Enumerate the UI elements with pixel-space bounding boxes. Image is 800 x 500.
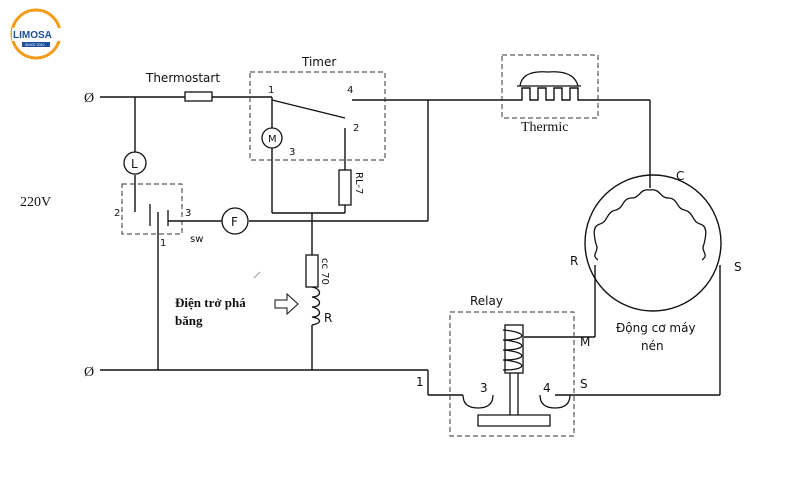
timer-pin-4: 4 [347, 85, 353, 96]
relay-pin-1: 1 [416, 375, 424, 389]
relay-box [449, 311, 575, 437]
heater-label-line2: băng [175, 313, 203, 328]
cc70-fuse [305, 254, 319, 288]
thermic-box [501, 54, 599, 119]
thermic: Thermic [501, 54, 599, 135]
door-switch: 2 3 1 sw [114, 183, 203, 249]
logo-band [12, 28, 62, 41]
fan-label: F [231, 215, 238, 229]
lamp: L [123, 151, 147, 175]
limosa-logo: LIMOSA SINCE 2010 [10, 8, 62, 60]
supply-voltage-label: 220V [20, 195, 51, 210]
relay: Relay 1 3 4 M S [416, 294, 590, 437]
motor-s-label: S [734, 260, 742, 274]
motor-winding-start [649, 189, 707, 261]
relay-m-label: M [580, 335, 590, 349]
relay-s-label: S [580, 377, 588, 391]
motor-housing [584, 174, 722, 312]
heater-r-label: R [324, 311, 332, 325]
motor-winding-run [593, 189, 651, 261]
timer: Timer M 1 4 2 3 [249, 55, 386, 161]
sw-pin-2: 2 [114, 208, 120, 219]
relay-pin-4: 4 [543, 381, 551, 395]
heater-arrow-icon [274, 292, 299, 316]
logo-tagline: SINCE 2010 [25, 43, 45, 47]
lamp-label: L [131, 157, 138, 171]
relay-coil [502, 329, 523, 371]
heater-label-line1: Điện trở phá [175, 295, 246, 310]
sw-pin-1: 1 [160, 238, 166, 249]
timer-box [249, 71, 386, 161]
heater-coil [311, 286, 321, 326]
motor-label-line1: Động cơ máy [616, 321, 696, 335]
timer-pin-2: 2 [353, 123, 359, 134]
relay-plunger [477, 414, 551, 427]
relay-contact-3 [462, 394, 494, 409]
rl7-resistor: RL-7 [338, 169, 364, 206]
thermostart: Thermostart [145, 71, 220, 102]
thermic-element [515, 87, 584, 101]
thermic-label: Thermic [521, 120, 568, 135]
rl7-label: RL-7 [353, 172, 364, 194]
thermostart-label: Thermostart [145, 71, 220, 85]
motor-c-label: C [676, 169, 684, 183]
relay-pin-3: 3 [480, 381, 488, 395]
motor-label-line2: nén [641, 339, 664, 353]
thermic-cap [519, 71, 579, 87]
relay-label: Relay [470, 294, 503, 308]
terminal-live: Ø [84, 91, 94, 106]
timer-pin-1: 1 [268, 85, 274, 96]
sw-label: sw [190, 234, 203, 245]
switch-box [121, 183, 183, 235]
timer-motor-label: M [268, 134, 277, 145]
timer-motor [261, 127, 283, 149]
terminal-neutral: Ø [84, 365, 94, 380]
relay-contact-4 [539, 394, 571, 409]
logo-tag-bg [22, 42, 50, 47]
logo-text: LIMOSA [13, 30, 52, 41]
motor-r-label: R [570, 254, 578, 268]
defrost-heater: cc 70 R Điện trở phá băng [175, 254, 332, 328]
timer-pin-3: 3 [289, 147, 295, 158]
cc70-label: cc 70 [319, 258, 330, 285]
compressor-motor: C R S Động cơ máy nén [570, 169, 742, 353]
sw-pin-3: 3 [185, 208, 191, 219]
timer-label: Timer [301, 55, 336, 69]
wires [100, 96, 721, 396]
fan: F [221, 207, 249, 235]
